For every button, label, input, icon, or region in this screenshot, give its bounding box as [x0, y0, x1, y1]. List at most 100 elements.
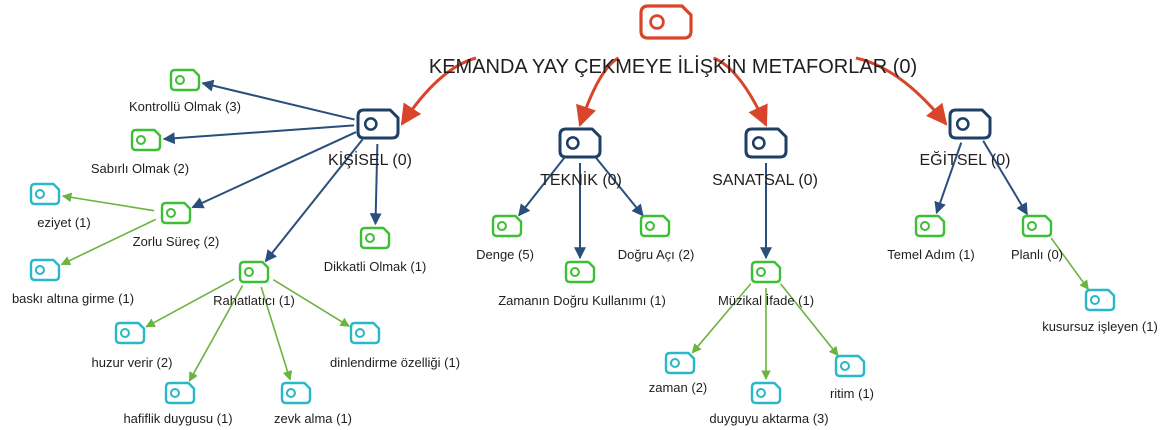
subcode-tag-icon — [29, 182, 61, 206]
node-dinlendirme[interactable]: dinlendirme özelliği (1) — [330, 321, 460, 370]
edge-root-to-kisisel — [400, 56, 477, 126]
node-huzur[interactable]: huzur verir (2) — [92, 321, 173, 370]
node-egitsel-label: EĞİTSEL (0) — [920, 150, 1011, 169]
node-rahatlatici[interactable]: Rahatlatıcı (1) — [213, 260, 295, 308]
node-temel[interactable]: Temel Adım (1) — [887, 214, 975, 262]
code-tag-icon — [169, 68, 201, 92]
subcode-tag-icon — [164, 381, 196, 405]
node-planli[interactable]: Planlı (0) — [1011, 214, 1063, 262]
edge-rahatlatici-to-huzur — [145, 278, 235, 328]
edge-zorlu-to-eziyet — [61, 192, 155, 212]
edge-teknik-to-denge — [518, 157, 565, 217]
edge-muzikal-to-ritim — [780, 283, 839, 357]
node-zevk[interactable]: zevk alma (1) — [274, 381, 352, 426]
node-sanatsal[interactable]: SANATSAL (0) — [712, 127, 818, 189]
subcode-tag-icon — [750, 381, 782, 405]
subcode-tag-icon — [834, 354, 866, 378]
subcode-tag-icon — [29, 258, 61, 282]
code-tag-icon — [564, 260, 596, 284]
edge-zorlu-to-baski — [60, 218, 157, 266]
node-duyguyu[interactable]: duyguyu aktarma (3) — [709, 381, 829, 426]
node-root[interactable]: KEMANDA YAY ÇEKMEYE İLİŞKİN METAFORLAR (… — [429, 4, 917, 78]
subcode-tag-icon — [114, 321, 146, 345]
node-zaman[interactable]: zaman (2) — [649, 351, 708, 395]
edge-root-to-sanatsal — [712, 56, 768, 127]
node-muzikal-label: Müzikal İfade (1) — [718, 293, 814, 308]
edge-rahatlatici-to-zevk — [260, 286, 293, 381]
edge-teknik-to-dogru-aci — [595, 157, 644, 217]
code-tag-icon — [130, 128, 162, 152]
node-baski[interactable]: baskı altına girme (1) — [12, 258, 134, 306]
code-tag-icon — [1021, 214, 1053, 238]
nodes-layer: KEMANDA YAY ÇEKMEYE İLİŞKİN METAFORLAR (… — [12, 4, 1158, 426]
subcode-tag-icon — [349, 321, 381, 345]
node-dinlendirme-label: dinlendirme özelliği (1) — [330, 355, 460, 370]
root-tag-icon — [639, 4, 693, 40]
node-dikkatli-label: Dikkatli Olmak (1) — [324, 259, 427, 274]
node-sabirli[interactable]: Sabırlı Olmak (2) — [91, 128, 189, 176]
node-sabirli-label: Sabırlı Olmak (2) — [91, 161, 189, 176]
edge-egitsel-to-temel — [934, 142, 963, 215]
edge-kisisel-to-zorlu — [191, 131, 357, 209]
code-tag-icon — [639, 214, 671, 238]
node-zevk-label: zevk alma (1) — [274, 411, 352, 426]
node-denge[interactable]: Denge (5) — [476, 214, 534, 262]
node-teknik-label: TEKNİK (0) — [540, 170, 622, 189]
edge-kisisel-to-dikkatli — [369, 143, 382, 226]
subcode-tag-icon — [664, 351, 696, 375]
node-root-label: KEMANDA YAY ÇEKMEYE İLİŞKİN METAFORLAR (… — [429, 55, 917, 78]
edge-kisisel-to-rahatlatici — [264, 138, 364, 263]
node-planli-label: Planlı (0) — [1011, 247, 1063, 262]
node-hafiflik-label: hafiflik duygusu (1) — [123, 411, 232, 426]
node-zorlu-label: Zorlu Süreç (2) — [133, 234, 220, 249]
edge-egitsel-to-planli — [982, 140, 1028, 216]
category-tag-icon — [948, 108, 992, 140]
edge-rahatlatici-to-dinlendirme — [272, 279, 351, 327]
edges-layer — [60, 56, 1089, 382]
node-muzikal[interactable]: Müzikal İfade (1) — [718, 260, 814, 308]
node-rahatlatici-label: Rahatlatıcı (1) — [213, 293, 295, 308]
code-tag-icon — [238, 260, 270, 284]
node-sanatsal-label: SANATSAL (0) — [712, 172, 818, 189]
node-dogru-aci[interactable]: Doğru Açı (2) — [618, 214, 695, 262]
subcode-tag-icon — [280, 381, 312, 405]
node-zorlu[interactable]: Zorlu Süreç (2) — [133, 201, 220, 249]
node-zamanin-label: Zamanın Doğru Kullanımı (1) — [498, 293, 666, 308]
node-kusursuz[interactable]: kusursuz işleyen (1) — [1042, 288, 1158, 334]
node-hafiflik[interactable]: hafiflik duygusu (1) — [123, 381, 233, 426]
node-duyguyu-label: duyguyu aktarma (3) — [709, 411, 828, 426]
node-denge-label: Denge (5) — [476, 247, 534, 262]
edge-kisisel-to-sabirli — [162, 124, 355, 145]
node-dikkatli[interactable]: Dikkatli Olmak (1) — [324, 226, 427, 274]
edge-root-to-teknik — [576, 56, 620, 127]
node-kontrollu-label: Kontrollü Olmak (3) — [129, 99, 241, 114]
node-zamanin[interactable]: Zamanın Doğru Kullanımı (1) — [498, 260, 666, 308]
edge-rahatlatici-to-hafiflik — [188, 285, 244, 382]
node-ritim[interactable]: ritim (1) — [830, 354, 874, 401]
node-kisisel[interactable]: KİŞİSEL (0) — [328, 108, 412, 169]
node-kontrollu[interactable]: Kontrollü Olmak (3) — [129, 68, 241, 114]
category-tag-icon — [744, 127, 788, 159]
category-tag-icon — [558, 127, 602, 159]
node-dogru-aci-label: Doğru Açı (2) — [618, 247, 695, 262]
code-tag-icon — [160, 201, 192, 225]
edge-kisisel-to-kontrollu — [201, 79, 355, 121]
category-tag-icon — [356, 108, 400, 140]
node-eziyet[interactable]: eziyet (1) — [29, 182, 91, 230]
node-temel-label: Temel Adım (1) — [887, 247, 974, 262]
node-ritim-label: ritim (1) — [830, 386, 874, 401]
code-tag-icon — [491, 214, 523, 238]
subcode-tag-icon — [1084, 288, 1116, 312]
edge-root-to-egitsel — [855, 56, 948, 126]
node-huzur-label: huzur verir (2) — [92, 355, 173, 370]
code-tag-icon — [359, 226, 391, 250]
node-egitsel[interactable]: EĞİTSEL (0) — [920, 108, 1011, 169]
code-tag-icon — [914, 214, 946, 238]
node-zaman-label: zaman (2) — [649, 380, 708, 395]
node-teknik[interactable]: TEKNİK (0) — [540, 127, 622, 189]
node-kusursuz-label: kusursuz işleyen (1) — [1042, 319, 1158, 334]
code-tag-icon — [750, 260, 782, 284]
node-baski-label: baskı altına girme (1) — [12, 291, 134, 306]
